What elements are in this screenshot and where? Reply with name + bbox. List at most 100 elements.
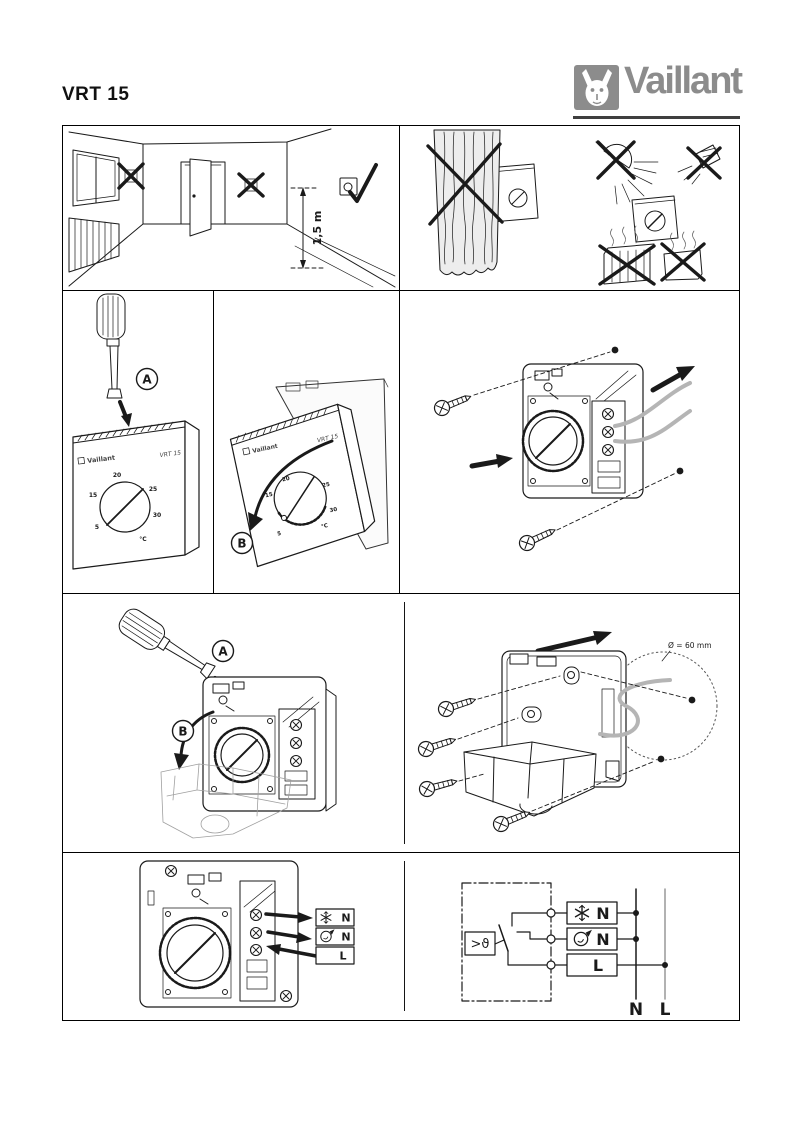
- step-b-badge: B: [230, 531, 254, 555]
- panel-terminal-wiring: N N L: [63, 853, 404, 1019]
- height-dimension: 1,5 m: [290, 187, 326, 269]
- row-mounting: A: [63, 291, 739, 594]
- dial-number: 25: [322, 482, 331, 489]
- slide-arrow-icon: [535, 631, 612, 654]
- dial-number: 15: [89, 492, 97, 499]
- heat-waves: [670, 230, 696, 251]
- terminal-block: [591, 370, 637, 494]
- window: [72, 149, 120, 207]
- dial-scale: 20 25 30 15 5 °C: [89, 472, 161, 543]
- thermostat-device: [631, 195, 679, 243]
- screw-icon: [431, 346, 619, 419]
- terminal-arrow-icon: [266, 944, 318, 958]
- panel-remove-cover: Vaillant VRT 15 20 25 30 15 5 °C: [214, 291, 400, 593]
- terminal-box-line: [566, 953, 618, 977]
- mounting-point-dot: [688, 696, 696, 704]
- sensor-label: >ϑ: [471, 937, 490, 952]
- terminal-legend: N N L: [566, 901, 618, 977]
- cross-icon: [686, 146, 722, 180]
- terminal-label: N: [596, 904, 609, 923]
- dial-number: 30: [153, 512, 161, 519]
- circuit-diagram: >ϑ: [461, 882, 671, 1017]
- cable-wire: [598, 678, 672, 738]
- dial-number: 5: [95, 524, 99, 531]
- open-cover-illustration: A: [72, 293, 200, 570]
- cross-icon: [237, 172, 265, 198]
- step-b-label: B: [178, 725, 187, 739]
- height-label: 1,5 m: [311, 211, 324, 246]
- internal-wiring: [494, 912, 548, 966]
- removed-module-ghost: [160, 763, 292, 839]
- release-module-illustration: A: [118, 608, 337, 839]
- panel-release-module: A: [63, 594, 404, 852]
- neutral-bus-label: N: [629, 1000, 643, 1017]
- dial-scale: 20 25 30 15 5 °C: [265, 476, 338, 538]
- lamp-rays: [614, 161, 659, 205]
- radiator: [68, 217, 120, 273]
- baseplate: [139, 860, 299, 1008]
- press-arrow-icon: [118, 400, 132, 427]
- baseplate: [202, 676, 337, 812]
- line-bus-label: L: [660, 1000, 671, 1017]
- surface-module: [463, 741, 597, 817]
- mounting-point-dot: [676, 467, 684, 475]
- terminal-arrow-icon: [264, 912, 313, 923]
- cross-icon: [596, 140, 636, 180]
- panel-placement-warnings: [400, 126, 739, 290]
- vent-slots: [77, 421, 174, 442]
- thermostat-cover-tilted: Vaillant VRT 15 20 25 30 15 5 °C: [229, 403, 376, 568]
- page-title: VRT 15: [62, 84, 130, 105]
- screw-icon: [516, 467, 684, 554]
- row3-divider: [404, 602, 405, 844]
- logo-wordmark: Vaillant: [624, 60, 743, 102]
- step-a-label: A: [218, 645, 228, 659]
- terminal-circle: [546, 908, 556, 918]
- panel-drill-mount: Ø = 60 mm: [404, 594, 739, 852]
- dial-number: 25: [149, 486, 157, 493]
- device-brand-label: Vaillant: [87, 454, 116, 465]
- heater-1: [598, 225, 656, 286]
- junction-dot: [662, 962, 668, 968]
- device-model-label: VRT 15: [316, 433, 339, 444]
- row-wiring: N N L >ϑ: [63, 853, 739, 1019]
- drill-mount-illustration: Ø = 60 mm: [415, 631, 718, 835]
- drill-circle: [608, 651, 718, 761]
- dial-number: 20: [282, 476, 291, 483]
- terminal-legend: N N L: [315, 908, 355, 965]
- vaillant-hare-icon: [574, 65, 619, 110]
- terminal-block: [239, 880, 276, 1002]
- terminal-label: L: [339, 950, 346, 963]
- room-walls: [68, 128, 396, 288]
- keyhole-slot: [521, 706, 542, 723]
- terminal-block: [278, 696, 320, 800]
- step-b-badge: B: [171, 719, 195, 743]
- row-placement: 1,5 m: [63, 126, 739, 291]
- cross-icon: [426, 142, 504, 226]
- heater-2: [660, 230, 706, 282]
- screw-icon: [435, 671, 696, 720]
- baseplate: [521, 363, 644, 499]
- junction-dot: [633, 936, 639, 942]
- door: [180, 158, 226, 237]
- spotlight-heat-source: [677, 144, 722, 185]
- keyhole-slot: [563, 666, 580, 685]
- thermostat-front: Vaillant VRT 15 20 25 30 15 5 °C: [72, 420, 200, 570]
- screw-icon: [415, 717, 519, 760]
- screw-icon: [417, 773, 485, 799]
- thermostat-sensor: >ϑ: [464, 931, 496, 956]
- cross-icon: [117, 162, 145, 190]
- dial-number: 30: [329, 507, 338, 514]
- logo-underline: [573, 116, 740, 119]
- mounting-point-dot: [657, 755, 665, 763]
- step-b-label: B: [237, 537, 246, 551]
- panel-circuit-diagram: >ϑ: [404, 853, 739, 1019]
- screw-icon: [490, 755, 665, 835]
- lamp-heat-source: [595, 140, 659, 205]
- junction-dot: [633, 910, 639, 916]
- terminal-label: L: [593, 956, 603, 975]
- row-removal: A: [63, 594, 739, 853]
- terminal-label: N: [341, 931, 350, 944]
- checkmark-icon: [348, 163, 378, 203]
- faceplate-text: Vaillant VRT 15: [77, 450, 182, 465]
